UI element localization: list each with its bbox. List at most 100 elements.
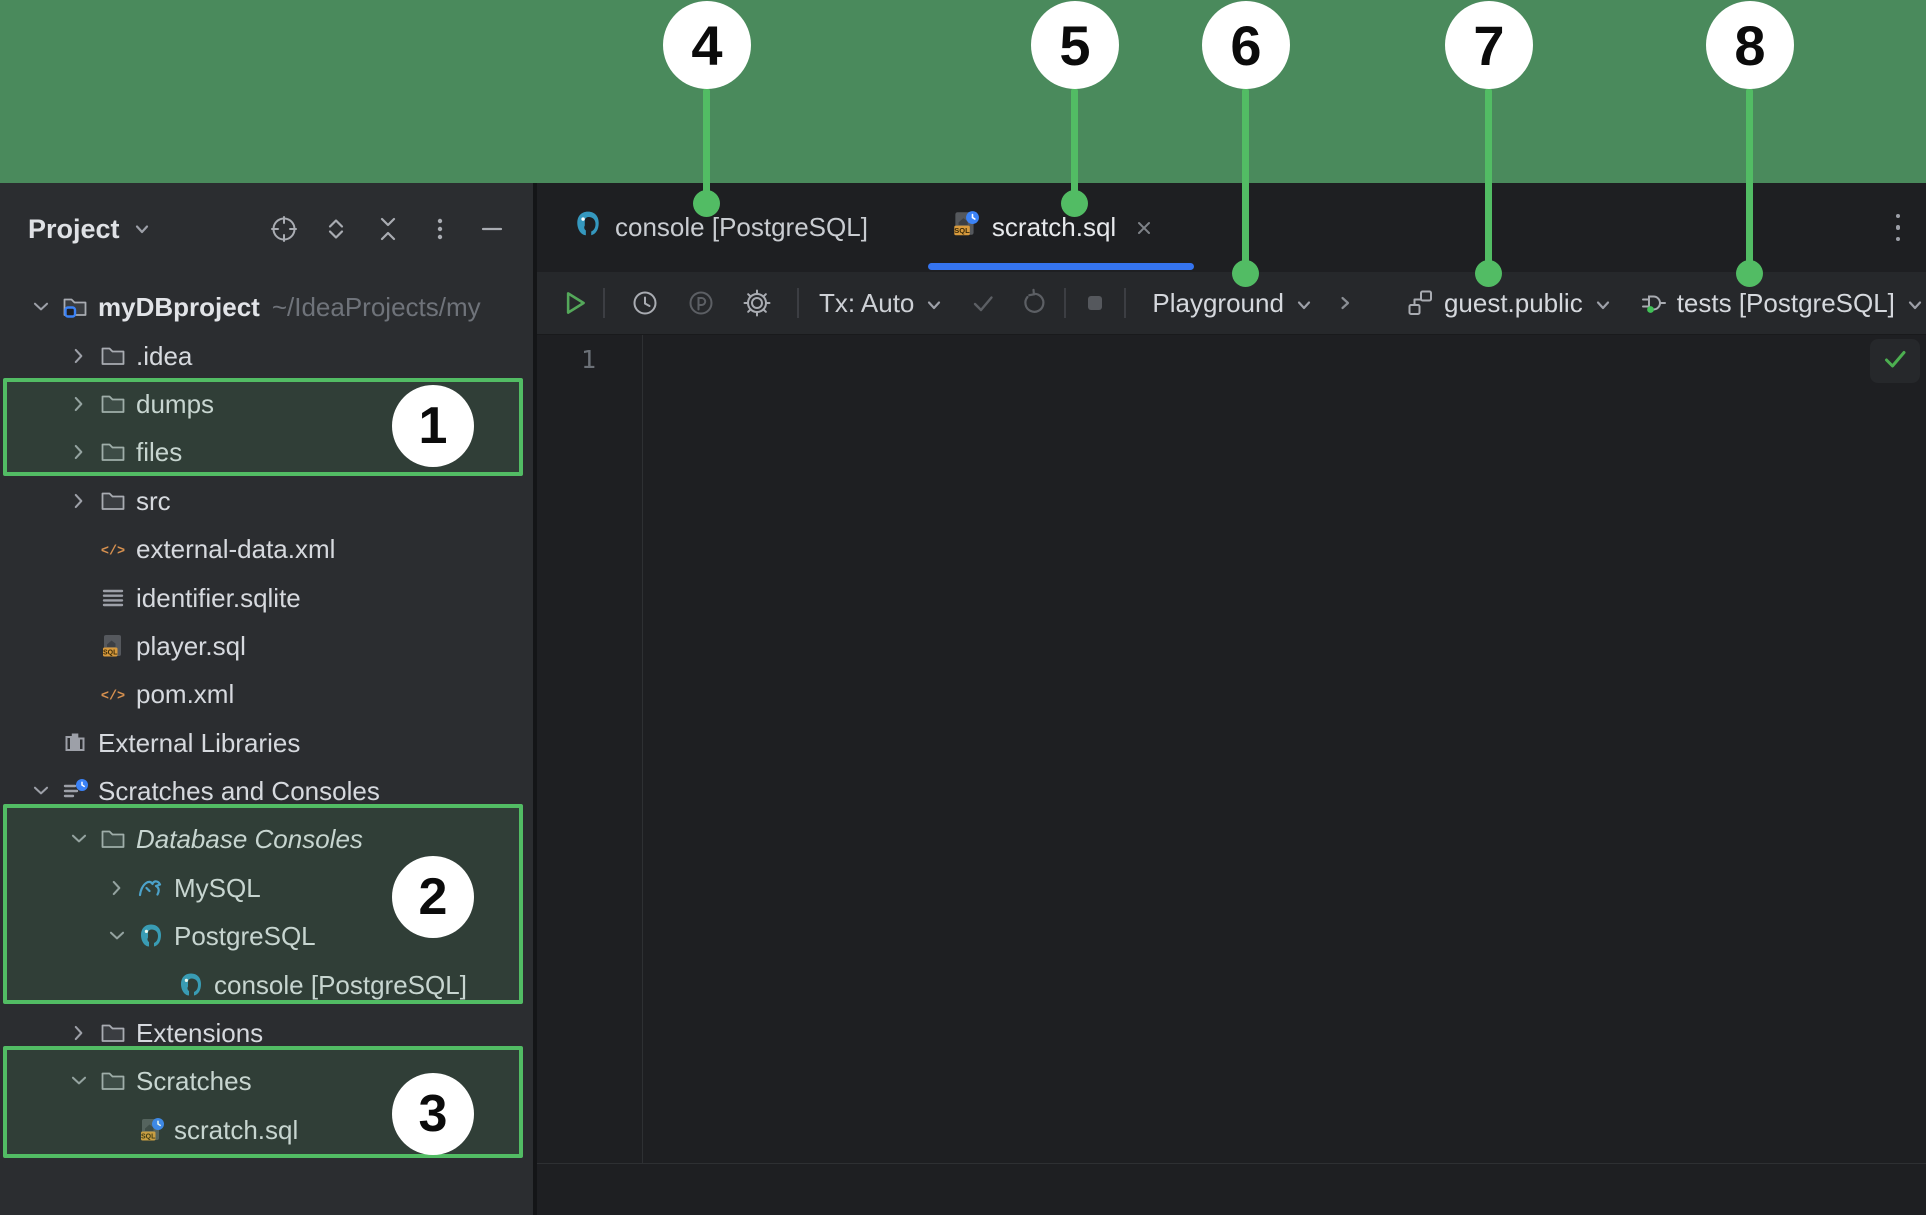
postgres-icon [174,971,208,999]
project-panel-title[interactable]: Project [28,213,120,244]
chevron-down-icon[interactable] [130,217,154,241]
tree-item-files[interactable]: files [0,428,533,476]
svg-text:</>: </> [101,545,125,560]
tx-mode-label: Tx: Auto [819,287,915,318]
tree-item-dumps[interactable]: dumps [0,380,533,428]
folder-icon [96,342,130,370]
schema-label: guest.public [1443,287,1583,318]
stop-icon[interactable] [1078,286,1112,320]
toolbar-divider [797,288,799,318]
rollback-icon[interactable] [1016,286,1050,320]
folder-icon [96,1067,130,1095]
schema-icon [1406,288,1436,318]
tree-item-postgresql[interactable]: PostgreSQL [0,912,533,960]
tab-console-postgresql[interactable]: console [PostgreSQL] [547,183,894,272]
tree-item-label: Database Consoles [136,824,363,855]
tree-item-scratches[interactable]: Scratches [0,1057,533,1105]
annotation-marker-8: 8 [1706,1,1794,89]
tree-item-external-libraries[interactable]: External Libraries [0,719,533,767]
project-panel-toolbar [247,214,507,244]
code-editor[interactable]: 1 [537,335,1926,1164]
tab-label: console [PostgreSQL] [615,212,868,242]
mysql-icon [134,874,168,902]
tree-item-console-postgresql[interactable]: console [PostgreSQL] [0,960,533,1008]
tree-item-label: myDBproject [98,292,260,323]
xml-icon: </> [96,680,130,708]
editor-tabbar: console [PostgreSQL] SQL scratch.sql [537,183,1926,272]
inspections-widget[interactable] [1870,339,1920,383]
annotation-marker-6: 6 [1202,1,1290,89]
chevron-down-icon[interactable] [62,1068,96,1094]
toolbar-divider [603,288,605,318]
tree-item-label: PostgreSQL [174,921,316,952]
tree-item-idea[interactable]: .idea [0,331,533,379]
playground-dropdown[interactable]: Playground [1152,288,1316,319]
tree-item-identifier-sqlite[interactable]: identifier.sqlite [0,573,533,621]
datasource-label: tests [PostgreSQL] [1676,287,1895,318]
console-toolbar: Tx: Auto Playground [537,272,1926,335]
tree-item-label: files [136,437,183,468]
folder-icon [96,487,130,515]
tree-item-extensions[interactable]: Extensions [0,1009,533,1057]
tree-item-label: external-data.xml [136,534,336,565]
scratch-sql-icon: SQL [134,1116,168,1144]
tree-item-pom-xml[interactable]: </>pom.xml [0,670,533,718]
tree-item-mydbproject[interactable]: myDBproject~/IdeaProjects/my [0,283,533,331]
hide-panel-icon[interactable] [477,214,507,244]
chevron-right-icon[interactable] [62,488,96,514]
chevron-down-icon[interactable] [24,294,58,320]
schema-dropdown[interactable]: guest.public [1406,288,1615,319]
tree-item-scratches-and-consoles[interactable]: Scratches and Consoles [0,767,533,815]
tab-scratch-sql[interactable]: SQL scratch.sql [927,183,1195,272]
ide-window: Project m [0,183,1926,1215]
line-number: 1 [580,345,596,374]
chevron-right-icon[interactable] [100,875,134,901]
chevron-down-icon [1292,293,1316,317]
run-icon[interactable] [557,286,591,320]
tree-item-external-data-xml[interactable]: </> external-data.xml [0,525,533,573]
tree-item-label: identifier.sqlite [136,582,301,613]
svg-text:SQL: SQL [103,649,118,656]
playground-label: Playground [1152,287,1284,318]
chevron-right-icon[interactable] [62,439,96,465]
toolbar-divider [1064,288,1067,318]
tree-item-src[interactable]: src [0,477,533,525]
chevron-down-icon[interactable] [24,778,58,804]
tx-mode-dropdown[interactable]: Tx: Auto [819,288,946,319]
chevron-right-icon[interactable] [62,343,96,369]
tree-item-label: Extensions [136,1018,264,1049]
collapse-all-icon[interactable] [373,214,403,244]
chevron-right-icon[interactable] [62,1020,96,1046]
settings-gear-icon[interactable] [740,286,774,320]
plug-connected-icon [1639,288,1669,318]
toolbar-divider [1124,288,1127,318]
tree-item-label: External Libraries [98,727,301,758]
editor-text-area[interactable] [643,335,1926,1163]
expand-all-icon[interactable] [321,214,351,244]
folder-icon [96,825,130,853]
chevron-right-icon[interactable] [62,391,96,417]
chevron-down-icon[interactable] [100,923,134,949]
commit-check-icon[interactable] [966,286,1000,320]
datasource-dropdown[interactable]: tests [PostgreSQL] [1639,288,1926,319]
tree-item-mysql[interactable]: MySQL [0,864,533,912]
scratches-icon [58,777,92,805]
tree-item-label: dumps [136,388,215,419]
tree-item-database-consoles[interactable]: Database Consoles [0,815,533,863]
close-icon[interactable] [1132,216,1156,240]
execution-plan-icon[interactable] [684,286,718,320]
locate-icon[interactable] [269,214,299,244]
history-icon[interactable] [628,286,662,320]
postgres-icon [134,922,168,950]
svg-text:SQL: SQL [954,226,970,235]
more-options-icon[interactable] [425,214,455,244]
chevron-down-icon[interactable] [62,826,96,852]
svg-text:</>: </> [101,690,125,705]
tab-options-kebab-icon[interactable] [1895,213,1900,242]
xml-icon: </> [96,535,130,563]
folder-icon [96,390,130,418]
editor-area: console [PostgreSQL] SQL scratch.sql [537,183,1926,1215]
status-strip [537,1164,1926,1215]
